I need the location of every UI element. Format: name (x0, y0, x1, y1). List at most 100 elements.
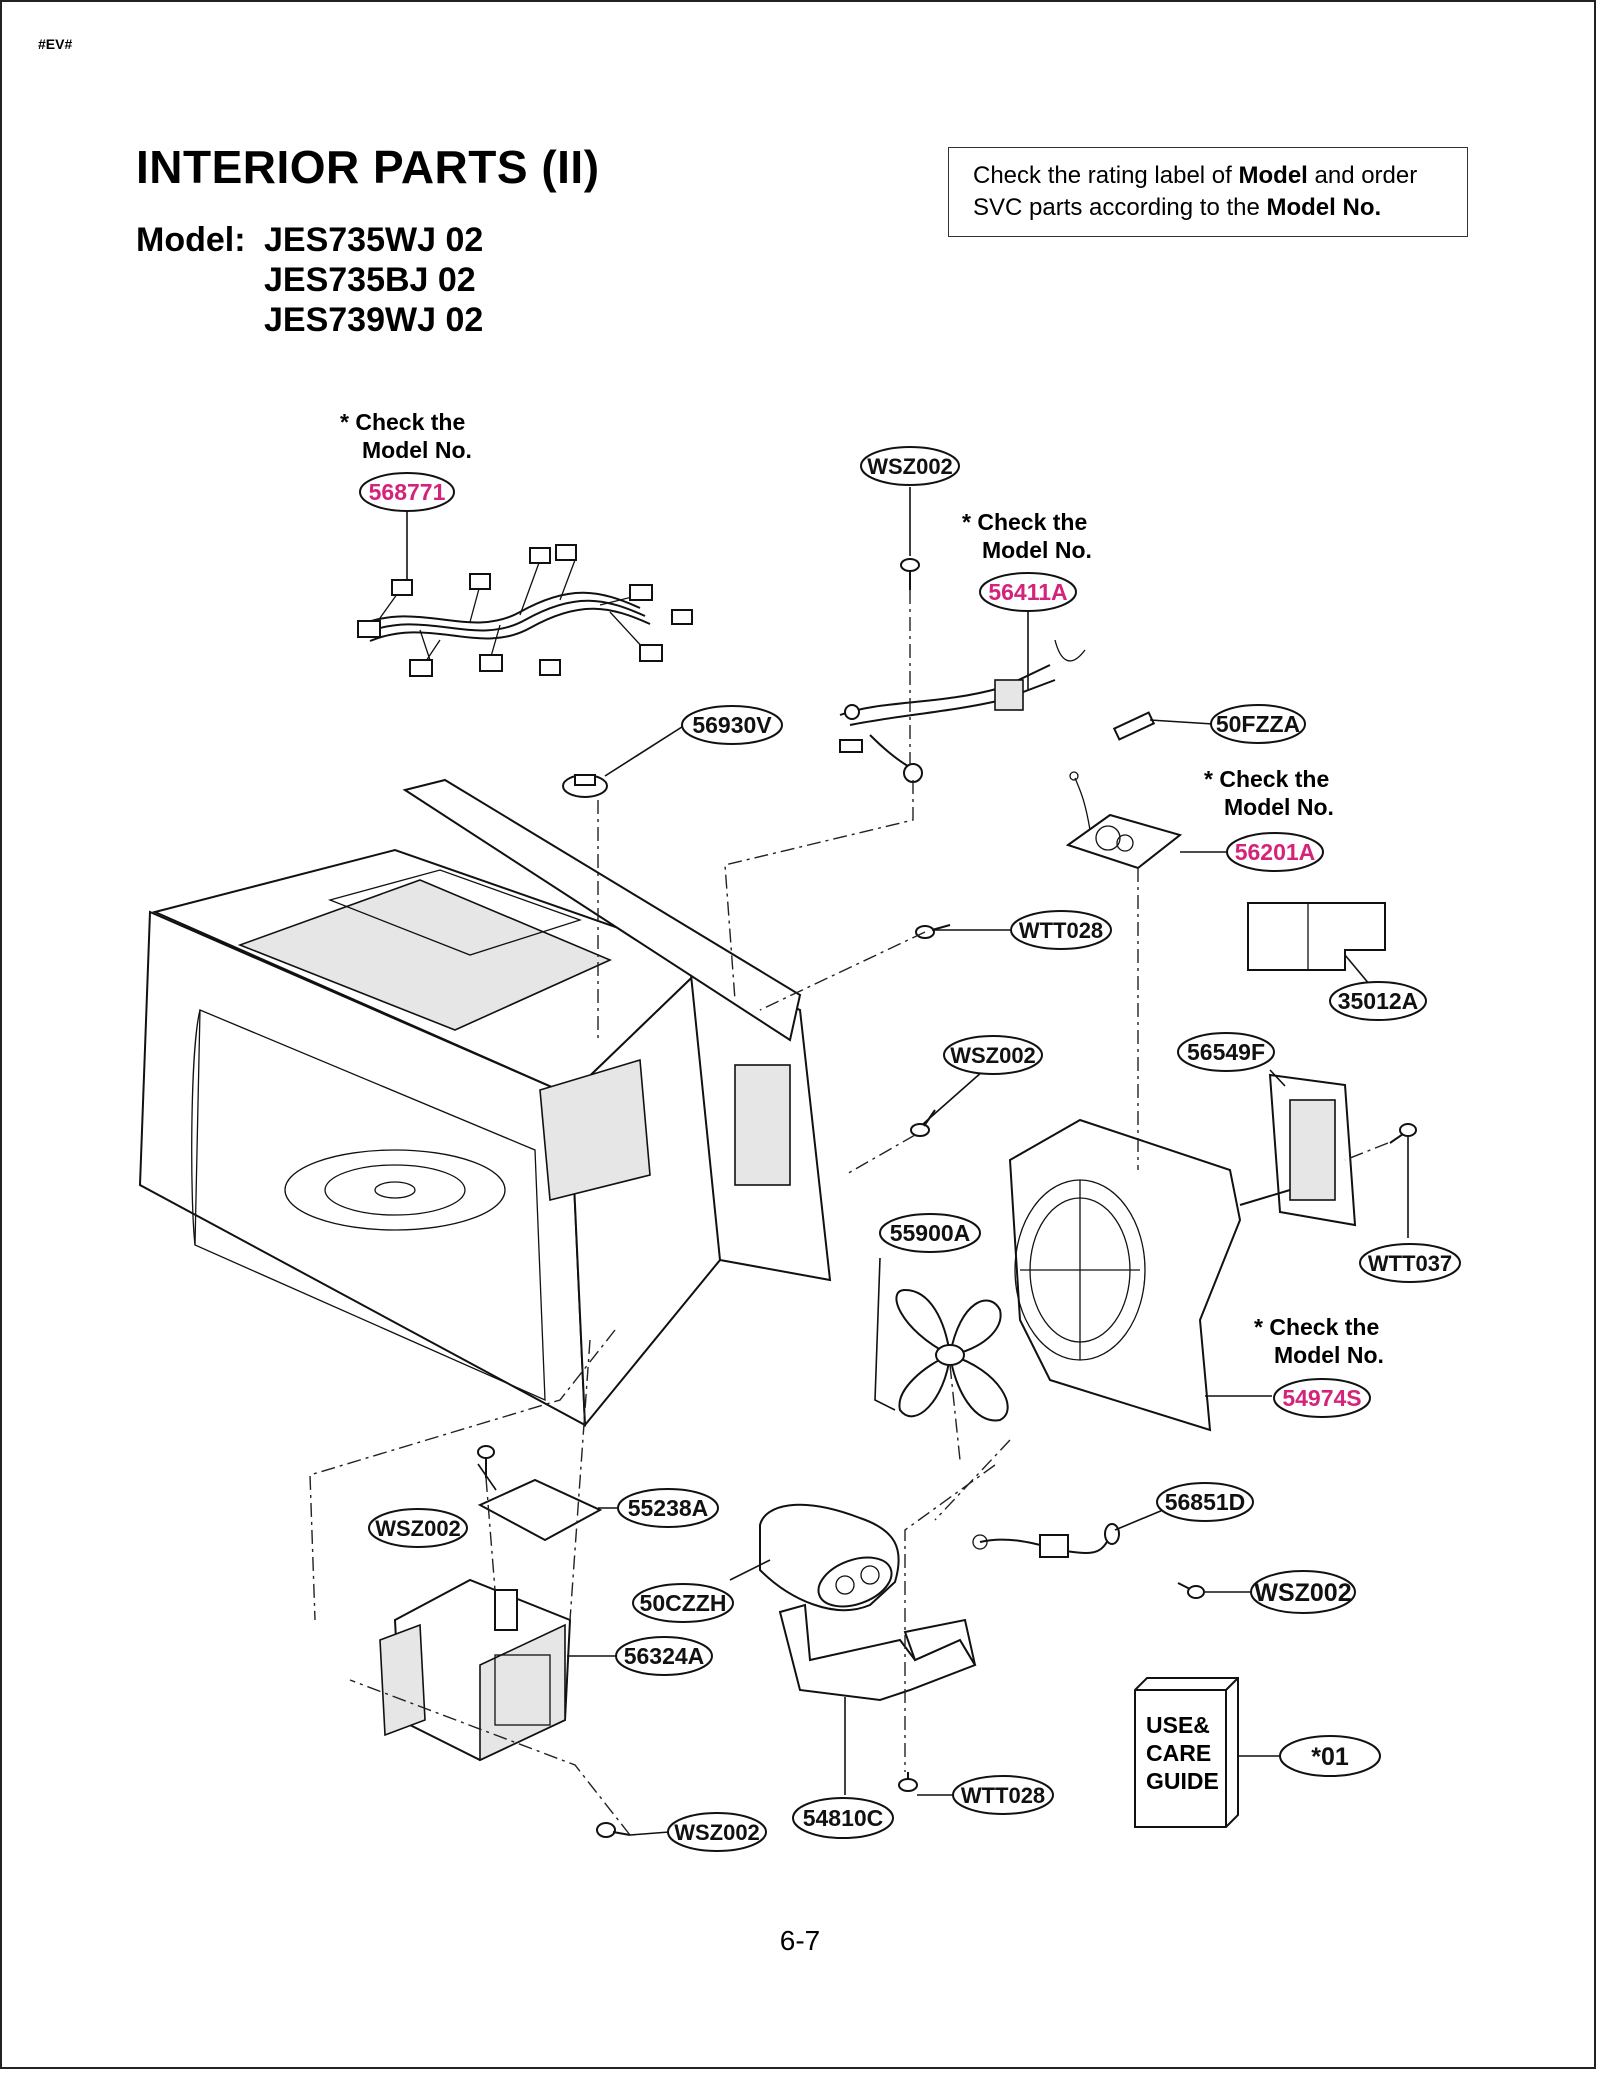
part-callout-wtt028: WTT028 (952, 1775, 1054, 1815)
note-line: * Check the (340, 409, 465, 435)
model-label: Model: (136, 221, 246, 259)
check-model-notes: * Check the Model No. * Check the Model … (340, 409, 1384, 1368)
svg-text:54810C: 54810C (803, 1805, 884, 1831)
noise-filter-board (1065, 771, 1183, 870)
air-guide-bracket (1008, 1118, 1242, 1432)
fan-motor (1239, 1073, 1357, 1227)
magnetron (379, 1578, 572, 1762)
power-cord (839, 639, 1086, 783)
notice-text: and order (1307, 162, 1418, 189)
part-callout-wsz002: WSZ002 (1250, 1570, 1356, 1614)
note-line: * Check the (962, 509, 1087, 535)
svg-text:35012A: 35012A (1338, 988, 1419, 1014)
part-callout-wsz002: WSZ002 (368, 1508, 468, 1548)
screw (1177, 1582, 1205, 1599)
part-callout-35012A: 35012A (1329, 981, 1427, 1021)
wire-harness (357, 544, 693, 677)
part-callout-56201A: 56201A (1226, 832, 1324, 872)
part-callout-wsz002: WSZ002 (860, 446, 960, 486)
svg-text:WSZ002: WSZ002 (1254, 1579, 1351, 1607)
part-callout-56549F: 56549F (1177, 1032, 1275, 1072)
svg-text:50CZZH: 50CZZH (640, 1590, 727, 1616)
part-callout-wsz002: WSZ002 (943, 1035, 1043, 1075)
svg-text:WTT037: WTT037 (1368, 1251, 1452, 1276)
notice-bold: Model No. (1266, 194, 1382, 221)
svg-text:WSZ002: WSZ002 (674, 1820, 760, 1845)
notice-bold: Model (1238, 162, 1308, 189)
note-line: Model No. (362, 437, 472, 463)
svg-text:56201A: 56201A (1235, 839, 1316, 865)
part-callout-wtt028: WTT028 (1010, 910, 1112, 950)
svg-text:54974S: 54974S (1282, 1385, 1361, 1411)
note-line: * Check the (1204, 766, 1329, 792)
rating-label-notice: Check the rating label of Model and orde… (948, 147, 1468, 237)
high-voltage-capacitor (759, 1503, 900, 1612)
note-line: * Check the (1254, 1314, 1379, 1340)
part-callout-54810C: 54810C (792, 1797, 894, 1839)
screw (898, 1772, 918, 1792)
leader-lines (406, 487, 1409, 1836)
part-callout-56930V: 56930V (681, 705, 783, 745)
svg-text:55238A: 55238A (628, 1495, 709, 1521)
svg-text:56411A: 56411A (988, 579, 1067, 605)
guide-line: USE& (1146, 1712, 1210, 1738)
waveguide-cover (477, 1478, 603, 1542)
svg-text:56851D: 56851D (1165, 1489, 1246, 1515)
screw (477, 1445, 495, 1478)
notice-text: SVC parts according to the (973, 194, 1267, 221)
note-line: Model No. (1274, 1342, 1384, 1368)
model-item: JES739WJ 02 (264, 301, 484, 339)
svg-text:WSZ002: WSZ002 (867, 454, 953, 479)
part-callout-wsz002: WSZ002 (667, 1812, 767, 1852)
svg-text:55900A: 55900A (890, 1220, 971, 1246)
callouts: 568771 56411A 56201A 54974S WSZ002 56930… (359, 446, 1461, 1852)
part-callout-55238A: 55238A (617, 1488, 719, 1528)
model-item: JES735BJ 02 (264, 261, 476, 299)
corner-mark: #EV# (38, 36, 73, 52)
fuse (1112, 711, 1156, 741)
model-list: Model: JES735WJ 02 JES735BJ 02 JES739WJ 0… (136, 220, 483, 340)
use-care-guide-book: USE& CARE GUIDE (1134, 1677, 1239, 1828)
door-frame (402, 778, 802, 1042)
part-callout-54974S: 54974S (1273, 1378, 1371, 1418)
cover (1247, 902, 1386, 971)
part-callout-568771: 568771 (359, 472, 455, 512)
svg-text:WSZ002: WSZ002 (950, 1043, 1036, 1068)
svg-text:WTT028: WTT028 (1019, 918, 1103, 943)
svg-text:568771: 568771 (369, 479, 446, 505)
part-callout-50CZZH: 50CZZH (632, 1583, 734, 1623)
capacitor-bracket (778, 1603, 977, 1702)
svg-text:50FZZA: 50FZZA (1216, 711, 1300, 737)
svg-text:56549F: 56549F (1187, 1039, 1265, 1065)
svg-text:*01: *01 (1311, 1743, 1349, 1771)
guide-line: GUIDE (1146, 1768, 1219, 1794)
screw (900, 558, 920, 590)
note-line: Model No. (982, 537, 1092, 563)
part-callout-01: *01 (1279, 1735, 1381, 1777)
part-callout-56851D: 56851D (1156, 1482, 1254, 1522)
part-callout-56411A: 56411A (979, 572, 1077, 612)
fan-blade (895, 1288, 1009, 1422)
part-callout-55900A: 55900A (879, 1213, 981, 1253)
sensor-assembly (972, 1523, 1120, 1558)
part-callout-50FZZA: 50FZZA (1210, 704, 1306, 744)
assembly-guide-lines (309, 590, 1389, 1836)
notice-text: Check the rating label of (973, 162, 1239, 189)
svg-text:56930V: 56930V (692, 712, 772, 738)
svg-text:WSZ002: WSZ002 (375, 1516, 461, 1541)
screw (915, 924, 951, 939)
svg-text:WTT028: WTT028 (961, 1783, 1045, 1808)
svg-text:56324A: 56324A (624, 1643, 705, 1669)
part-callout-wtt037: WTT037 (1359, 1243, 1461, 1283)
screw (1389, 1123, 1417, 1144)
screw (596, 1822, 631, 1838)
part-callout-56324A: 56324A (615, 1636, 713, 1676)
oven-cavity (138, 848, 832, 1428)
model-item: JES735WJ 02 (264, 221, 484, 259)
page-title: INTERIOR PARTS (II) (136, 141, 600, 193)
thermostat (562, 774, 608, 798)
page-number: 6-7 (779, 1925, 821, 1956)
guide-line: CARE (1146, 1740, 1211, 1766)
